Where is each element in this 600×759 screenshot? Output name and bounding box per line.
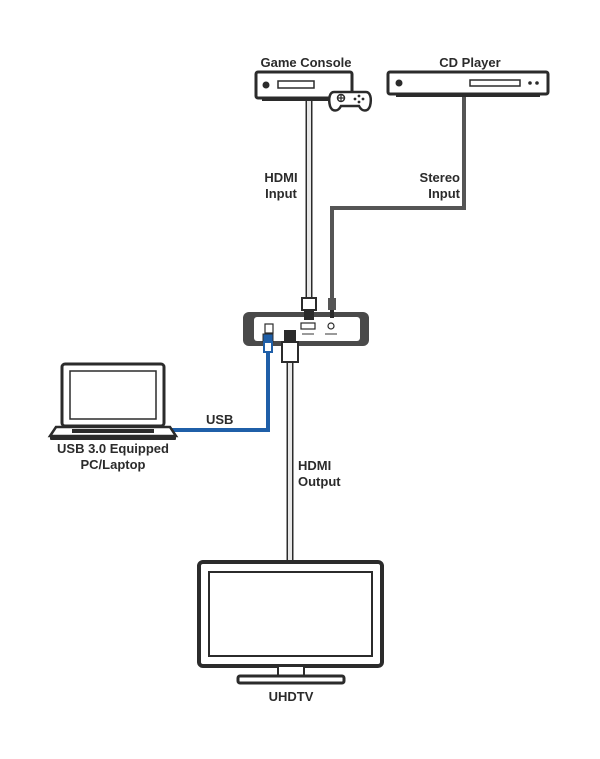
uhdtv-device (197, 560, 384, 685)
cd-player-device (386, 70, 550, 97)
hdmi-output-connector (281, 330, 299, 363)
game-console-label: Game Console (260, 55, 352, 70)
laptop-label-line1: USB 3.0 Equipped (57, 441, 169, 456)
hub-device (243, 312, 369, 346)
hdmi-input-label-line2: Input (265, 186, 297, 201)
stereo-input-label-line1: Stereo (419, 170, 460, 185)
usb-connector (262, 333, 274, 353)
usb-label: USB (206, 412, 234, 427)
uhdtv-label: UHDTV (268, 689, 314, 704)
stereo-input-cable (330, 97, 466, 303)
hdmi-input-label-line1: HDMI (264, 170, 298, 185)
hdmi-input-connector (301, 297, 317, 320)
laptop-device (47, 362, 179, 440)
stereo-connector (328, 298, 336, 318)
cd-player-label: CD Player (439, 55, 501, 70)
hdmi-output-label-line1: HDMI (298, 458, 332, 473)
hdmi-output-label-line2: Output (298, 474, 341, 489)
laptop-label-line2: PC/Laptop (80, 457, 146, 472)
game-console-device (254, 70, 354, 101)
usb-cable (168, 350, 270, 432)
gamepad-icon (327, 90, 373, 112)
stereo-input-label-line2: Input (428, 186, 460, 201)
